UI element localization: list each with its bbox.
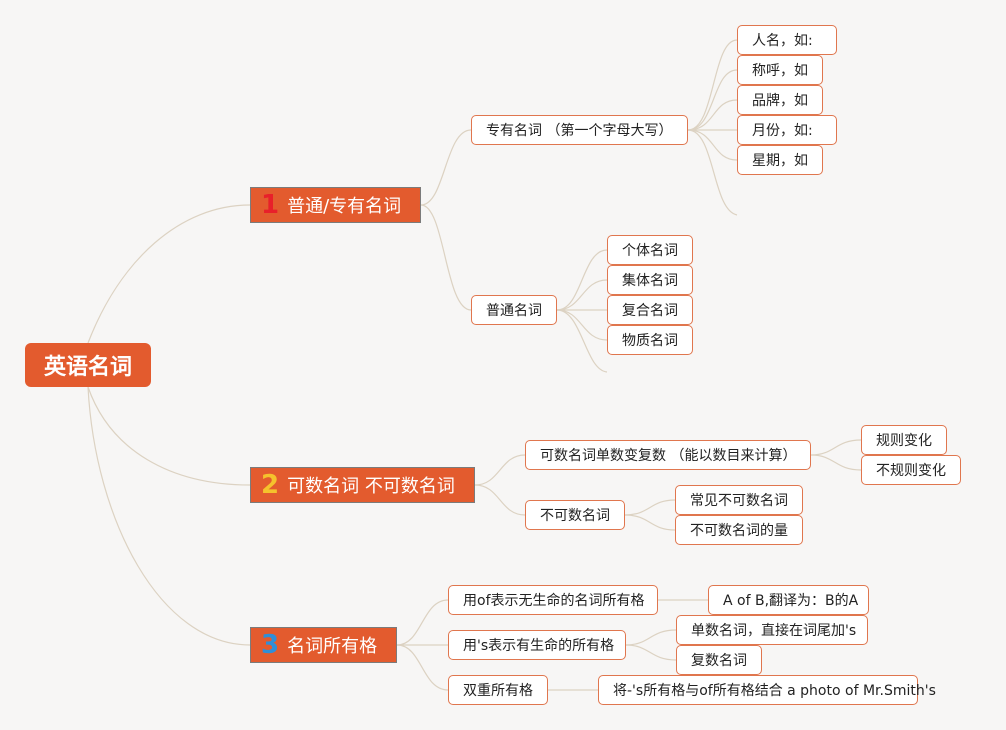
node-s-item[interactable]: 复数名词: [676, 645, 762, 675]
branch-2[interactable]: 2 可数名词 不可数名词: [250, 467, 475, 503]
node-common-item[interactable]: 个体名词: [607, 235, 693, 265]
node-common-item[interactable]: 集体名词: [607, 265, 693, 295]
branch-2-label: 可数名词 不可数名词: [287, 476, 455, 497]
node-double-example[interactable]: 将-'s所有格与of所有格结合 a photo of Mr.Smith's: [598, 675, 936, 705]
root-topic[interactable]: 英语名词: [25, 343, 151, 387]
node-proper-item[interactable]: 人名，如:: [737, 25, 837, 55]
node-uncountable[interactable]: 不可数名词: [525, 500, 625, 530]
node-double-possessive[interactable]: 双重所有格: [448, 675, 548, 705]
node-common-item[interactable]: 物质名词: [607, 325, 693, 355]
branch-1[interactable]: 1 普通/专有名词: [250, 187, 421, 223]
node-of-example[interactable]: A of B,翻译为：B的A: [708, 585, 869, 615]
branch-3[interactable]: 3 名词所有格: [250, 627, 397, 663]
node-proper-item[interactable]: 品牌，如: [737, 85, 823, 115]
branch-3-label: 名词所有格: [287, 636, 378, 657]
node-proper-noun[interactable]: 专有名词 （第一个字母大写）: [471, 115, 688, 145]
number-1-icon: 1: [261, 190, 280, 220]
node-common-item[interactable]: 复合名词: [607, 295, 693, 325]
node-uncountable-item[interactable]: 常见不可数名词: [675, 485, 803, 515]
node-common-noun[interactable]: 普通名词: [471, 295, 557, 325]
node-of-possessive[interactable]: 用of表示无生命的名词所有格: [448, 585, 658, 615]
node-uncountable-item[interactable]: 不可数名词的量: [675, 515, 803, 545]
node-countable[interactable]: 可数名词单数变复数 （能以数目来计算）: [525, 440, 811, 470]
node-countable-item[interactable]: 不规则变化: [861, 455, 961, 485]
number-2-icon: 2: [261, 470, 280, 500]
node-proper-item[interactable]: 星期，如: [737, 145, 823, 175]
node-proper-item[interactable]: 称呼，如: [737, 55, 823, 85]
node-countable-item[interactable]: 规则变化: [861, 425, 947, 455]
number-3-icon: 3: [261, 630, 280, 660]
branch-1-label: 普通/专有名词: [287, 196, 402, 217]
node-proper-item[interactable]: 月份，如:: [737, 115, 837, 145]
node-s-possessive[interactable]: 用's表示有生命的所有格: [448, 630, 626, 660]
node-s-item[interactable]: 单数名词，直接在词尾加's: [676, 615, 868, 645]
